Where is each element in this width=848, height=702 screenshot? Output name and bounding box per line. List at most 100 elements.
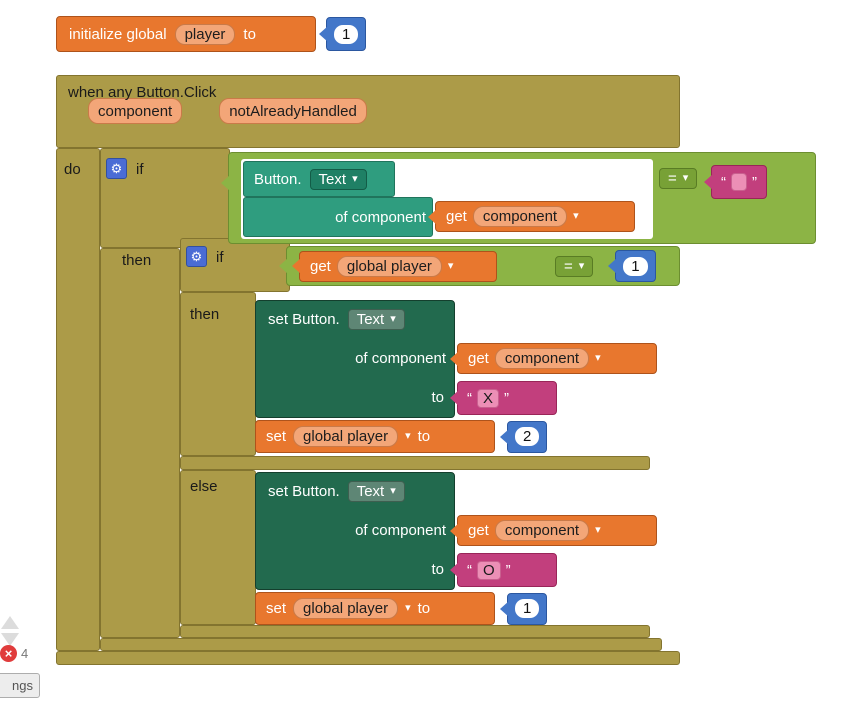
- number-block[interactable]: 1: [500, 592, 548, 625]
- plug-icon: [450, 562, 459, 578]
- init-global-label: initialize global: [69, 25, 167, 43]
- set-global-player-body[interactable]: set global player ▾ to: [255, 592, 495, 625]
- get-component-block[interactable]: get component ▾: [450, 343, 657, 374]
- component-variable-dropdown[interactable]: component: [494, 520, 590, 541]
- get-label: get: [468, 350, 489, 367]
- property-name: Text: [356, 311, 385, 329]
- set-global-player-body[interactable]: set global player ▾ to: [255, 420, 495, 453]
- number-field[interactable]: 1: [623, 256, 648, 276]
- get-component-block[interactable]: get component ▾: [450, 515, 657, 546]
- number-field[interactable]: 1: [334, 24, 359, 44]
- get-label: get: [310, 257, 331, 275]
- dropdown-arrow-icon: ▾: [390, 313, 396, 326]
- text-field[interactable]: [731, 173, 747, 191]
- global-player-dropdown[interactable]: global player: [336, 255, 442, 277]
- show-warnings-label: ngs: [12, 678, 33, 693]
- dropdown-arrow-icon: ▾: [352, 172, 358, 185]
- set-button-text-block-else[interactable]: set Button. Text ▾ of component to: [255, 472, 455, 590]
- text-string-block-empty[interactable]: “ ”: [704, 165, 767, 199]
- outer-if-block-spine[interactable]: [100, 248, 180, 638]
- dropdown-arrow-icon: ▾: [405, 430, 411, 442]
- property-dropdown[interactable]: Text ▾: [347, 309, 405, 331]
- scroll-up-arrow-icon[interactable]: [1, 616, 19, 629]
- set-button-text-block-then[interactable]: set Button. Text ▾ of component to: [255, 300, 455, 418]
- operator-label: =: [564, 257, 573, 275]
- inner-if-block-else-band[interactable]: [180, 456, 650, 470]
- get-component-block[interactable]: get component ▾: [428, 201, 635, 232]
- dropdown-arrow-icon: ▾: [390, 485, 396, 498]
- mutator-gear-icon[interactable]: ⚙: [186, 246, 207, 267]
- property-dropdown[interactable]: Text ▾: [347, 481, 405, 503]
- text-field[interactable]: X: [477, 388, 500, 408]
- text-string-block-x[interactable]: “ X ”: [450, 381, 557, 415]
- number-field[interactable]: 2: [515, 427, 540, 446]
- socket-cutout: Button. Text ▾ of component get componen…: [241, 159, 653, 239]
- variable-name-field[interactable]: player: [174, 23, 236, 45]
- property-name: Text: [356, 483, 385, 501]
- mutator-gear-icon[interactable]: ⚙: [106, 158, 127, 179]
- global-player-dropdown[interactable]: global player: [293, 426, 399, 447]
- when-event-block-bottom[interactable]: [56, 651, 680, 665]
- plug-icon: [428, 208, 437, 225]
- set-global-player-block-else[interactable]: set global player ▾ to 1: [255, 592, 548, 625]
- text-field[interactable]: O: [477, 560, 501, 580]
- dropdown-arrow-icon: ▾: [595, 352, 601, 364]
- set-label: set: [266, 600, 287, 617]
- inner-if-block-bottom[interactable]: [180, 625, 650, 638]
- button-text-getter-row1[interactable]: Button. Text ▾: [243, 161, 395, 197]
- dropdown-arrow-icon: ▾: [405, 602, 411, 614]
- outer-if-block-bottom[interactable]: [100, 638, 662, 651]
- to-label: to: [431, 388, 444, 406]
- operator-dropdown[interactable]: = ▾: [555, 255, 594, 277]
- set-label: set: [266, 428, 287, 445]
- dropdown-arrow-icon: ▾: [595, 524, 601, 536]
- scroll-down-arrow-icon[interactable]: [1, 633, 19, 646]
- button-text-getter-row2[interactable]: of component: [243, 197, 433, 237]
- get-label: get: [468, 522, 489, 539]
- dropdown-arrow-icon: ▾: [578, 259, 585, 272]
- error-count: 4: [21, 646, 29, 661]
- property-dropdown[interactable]: Text ▾: [309, 168, 367, 190]
- param-notalreadyhandled-field[interactable]: notAlreadyHandled: [219, 98, 367, 124]
- plug-icon: [319, 26, 328, 42]
- operator-dropdown[interactable]: = ▾: [659, 168, 698, 189]
- to-label: to: [417, 428, 431, 445]
- do-label: do: [64, 161, 81, 178]
- of-component-label: of component: [335, 208, 426, 226]
- set-button-label: set Button.: [268, 483, 340, 501]
- to-label: to: [417, 600, 431, 617]
- event-params-row: component notAlreadyHandled: [88, 98, 367, 124]
- init-global-block-body[interactable]: initialize global player to: [56, 16, 316, 52]
- number-block[interactable]: 1: [608, 250, 656, 282]
- plug-icon: [704, 174, 713, 190]
- outer-if-label: if: [136, 161, 144, 178]
- init-global-variable-block[interactable]: initialize global player to 1: [56, 16, 367, 52]
- of-component-label: of component: [355, 521, 446, 539]
- set-global-player-block-then[interactable]: set global player ▾ to 2: [255, 420, 548, 453]
- text-string-block-o[interactable]: “ O ”: [450, 553, 557, 587]
- component-variable-dropdown[interactable]: component: [494, 348, 590, 369]
- plug-icon: [450, 390, 459, 406]
- param-component-field[interactable]: component: [88, 98, 183, 124]
- number-field[interactable]: 1: [515, 599, 540, 618]
- plug-icon: [450, 522, 459, 539]
- dropdown-arrow-icon: ▾: [447, 259, 454, 272]
- error-indicator-icon[interactable]: ×: [0, 645, 17, 662]
- equals-block-player[interactable]: get global player ▾ = ▾ 1: [279, 246, 680, 286]
- when-event-block-spine[interactable]: [56, 148, 100, 651]
- number-block[interactable]: 1: [319, 17, 367, 51]
- plug-icon: [279, 258, 288, 274]
- number-block[interactable]: 2: [500, 420, 548, 453]
- equals-block-text[interactable]: Button. Text ▾ of component get componen…: [221, 152, 816, 244]
- to-label: to: [431, 560, 444, 578]
- set-button-label: set Button.: [268, 311, 340, 329]
- global-player-dropdown[interactable]: global player: [293, 598, 399, 619]
- button-class-label: Button.: [254, 170, 302, 188]
- show-warnings-button[interactable]: ngs: [0, 673, 40, 698]
- component-variable-dropdown[interactable]: component: [472, 206, 568, 227]
- inner-if-block-else-spine[interactable]: [180, 470, 256, 625]
- dropdown-arrow-icon: ▾: [573, 210, 579, 222]
- to-label: to: [243, 25, 256, 43]
- get-global-player-block[interactable]: get global player ▾: [292, 250, 497, 282]
